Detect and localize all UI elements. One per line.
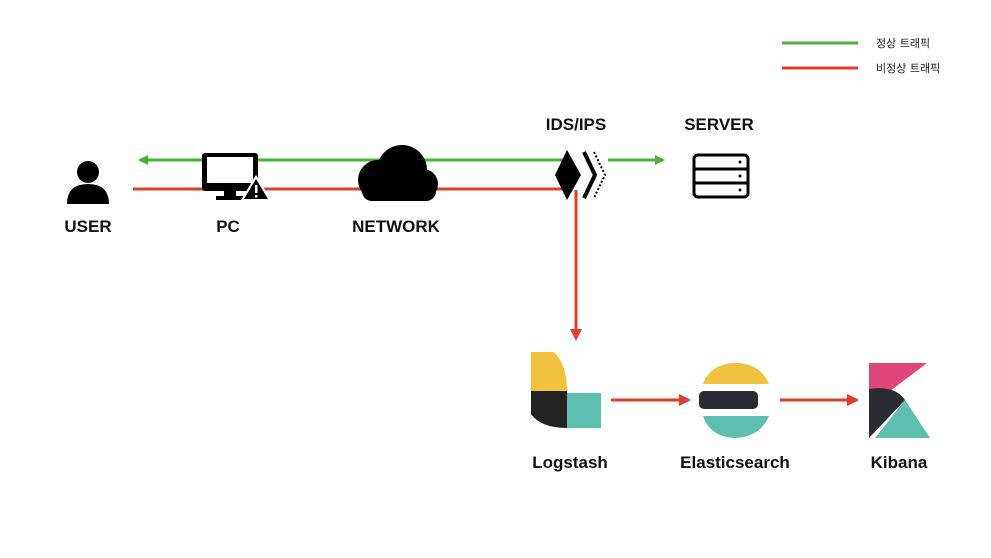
node-network: NETWORK [352,145,441,236]
elasticsearch-logo [699,363,769,438]
logstash-label: Logstash [532,453,608,472]
kibana-label: Kibana [871,453,928,472]
elasticsearch-label: Elasticsearch [680,453,790,472]
legend-abnormal-label: 비정상 트래픽 [876,62,940,75]
network-label: NETWORK [352,217,441,236]
node-logstash: Logstash [531,352,608,472]
kibana-logo [869,363,930,438]
node-pc: PC [202,153,271,236]
monitor-warning-icon [202,153,271,200]
cloud-icon [358,145,438,201]
pc-label: PC [216,217,240,236]
user-label: USER [64,217,111,236]
legend-normal-label: 정상 트래픽 [876,37,930,50]
node-elasticsearch: Elasticsearch [680,363,790,472]
ids-ips-label: IDS/IPS [546,115,606,134]
node-kibana: Kibana [869,363,930,472]
user-icon [67,161,109,204]
logstash-logo [531,352,601,428]
legend: 정상 트래픽 비정상 트래픽 [782,37,940,75]
server-label: SERVER [684,115,754,134]
ids-ips-icon [555,150,607,200]
server-icon [692,153,750,199]
node-server: SERVER [684,115,754,199]
node-ids-ips: IDS/IPS [546,115,606,200]
node-user: USER [64,161,112,236]
